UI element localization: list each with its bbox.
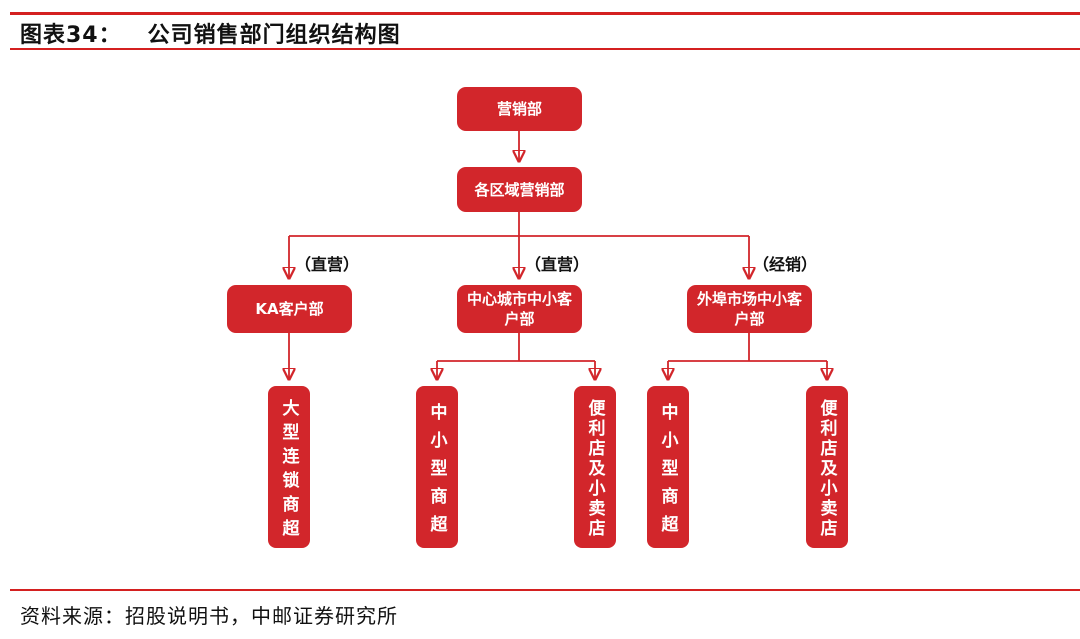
org-leaf-label: 便利店及小卖店 bbox=[816, 398, 837, 539]
org-leaf-label: 便利店及小卖店 bbox=[584, 398, 605, 539]
org-leaf-sme-supermarkets-outer: 中小型商超 bbox=[647, 386, 689, 548]
org-node-outer-market-sme-dept: 外埠市场中小客户部 bbox=[687, 285, 812, 333]
channel-tag-distribution: （经销） bbox=[753, 255, 818, 274]
figure-title-text: 公司销售部门组织结构图 bbox=[147, 23, 401, 48]
data-source-note: 资料来源：招股说明书，中邮证券研究所 bbox=[20, 604, 398, 628]
footer-rule bbox=[10, 589, 1080, 591]
org-leaf-label: 大型连锁商超 bbox=[278, 398, 299, 543]
org-leaf-label: 中小型商超 bbox=[657, 402, 678, 543]
channel-tag-direct-2: （直营） bbox=[525, 255, 590, 274]
org-node-regional-marketing-dept: 各区域营销部 bbox=[457, 167, 582, 212]
org-leaf-label: 中小型商超 bbox=[426, 402, 447, 543]
org-node-ka-customer-dept: KA客户部 bbox=[227, 285, 352, 333]
header-bottom-rule bbox=[10, 48, 1080, 50]
org-leaf-convenience-stores-central: 便利店及小卖店 bbox=[574, 386, 616, 548]
figure-title: 图表34： 公司销售部门组织结构图 bbox=[20, 17, 401, 49]
header-top-rule bbox=[10, 12, 1080, 15]
org-leaf-sme-supermarkets-central: 中小型商超 bbox=[416, 386, 458, 548]
org-leaf-large-chain-supermarkets: 大型连锁商超 bbox=[268, 386, 310, 548]
org-leaf-convenience-stores-outer: 便利店及小卖店 bbox=[806, 386, 848, 548]
figure-number-label: 图表34： bbox=[20, 23, 122, 48]
org-node-marketing-dept: 营销部 bbox=[457, 87, 582, 131]
org-node-central-city-sme-dept: 中心城市中小客户部 bbox=[457, 285, 582, 333]
channel-tag-direct-1: （直营） bbox=[295, 255, 360, 274]
